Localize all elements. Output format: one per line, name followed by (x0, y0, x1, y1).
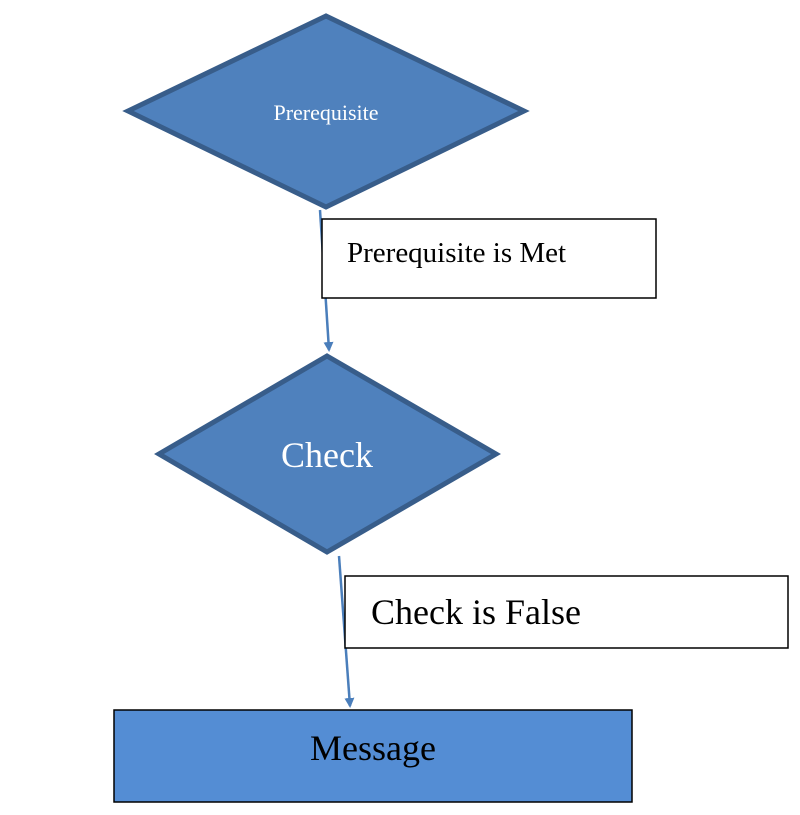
message-label: Message (310, 728, 436, 768)
edge-label-box (344, 575, 789, 649)
check-diamond (154, 353, 501, 555)
check-node[interactable]: Check (154, 353, 501, 555)
prerequisite-diamond (122, 13, 530, 210)
prerequisite-label: Prerequisite (273, 100, 378, 125)
edge-label-text: Prerequisite is Met (347, 237, 566, 269)
edge-label-text: Check is False (371, 592, 581, 632)
edge-label-prerequisite-met: Prerequisite is Met (321, 218, 657, 299)
check-label: Check (281, 435, 373, 475)
edge-label-check-false: Check is False (344, 575, 789, 649)
message-node[interactable]: Message (113, 709, 633, 803)
message-box (113, 709, 633, 803)
prerequisite-node[interactable]: Prerequisite (122, 13, 530, 210)
edge-label-box (321, 218, 657, 299)
